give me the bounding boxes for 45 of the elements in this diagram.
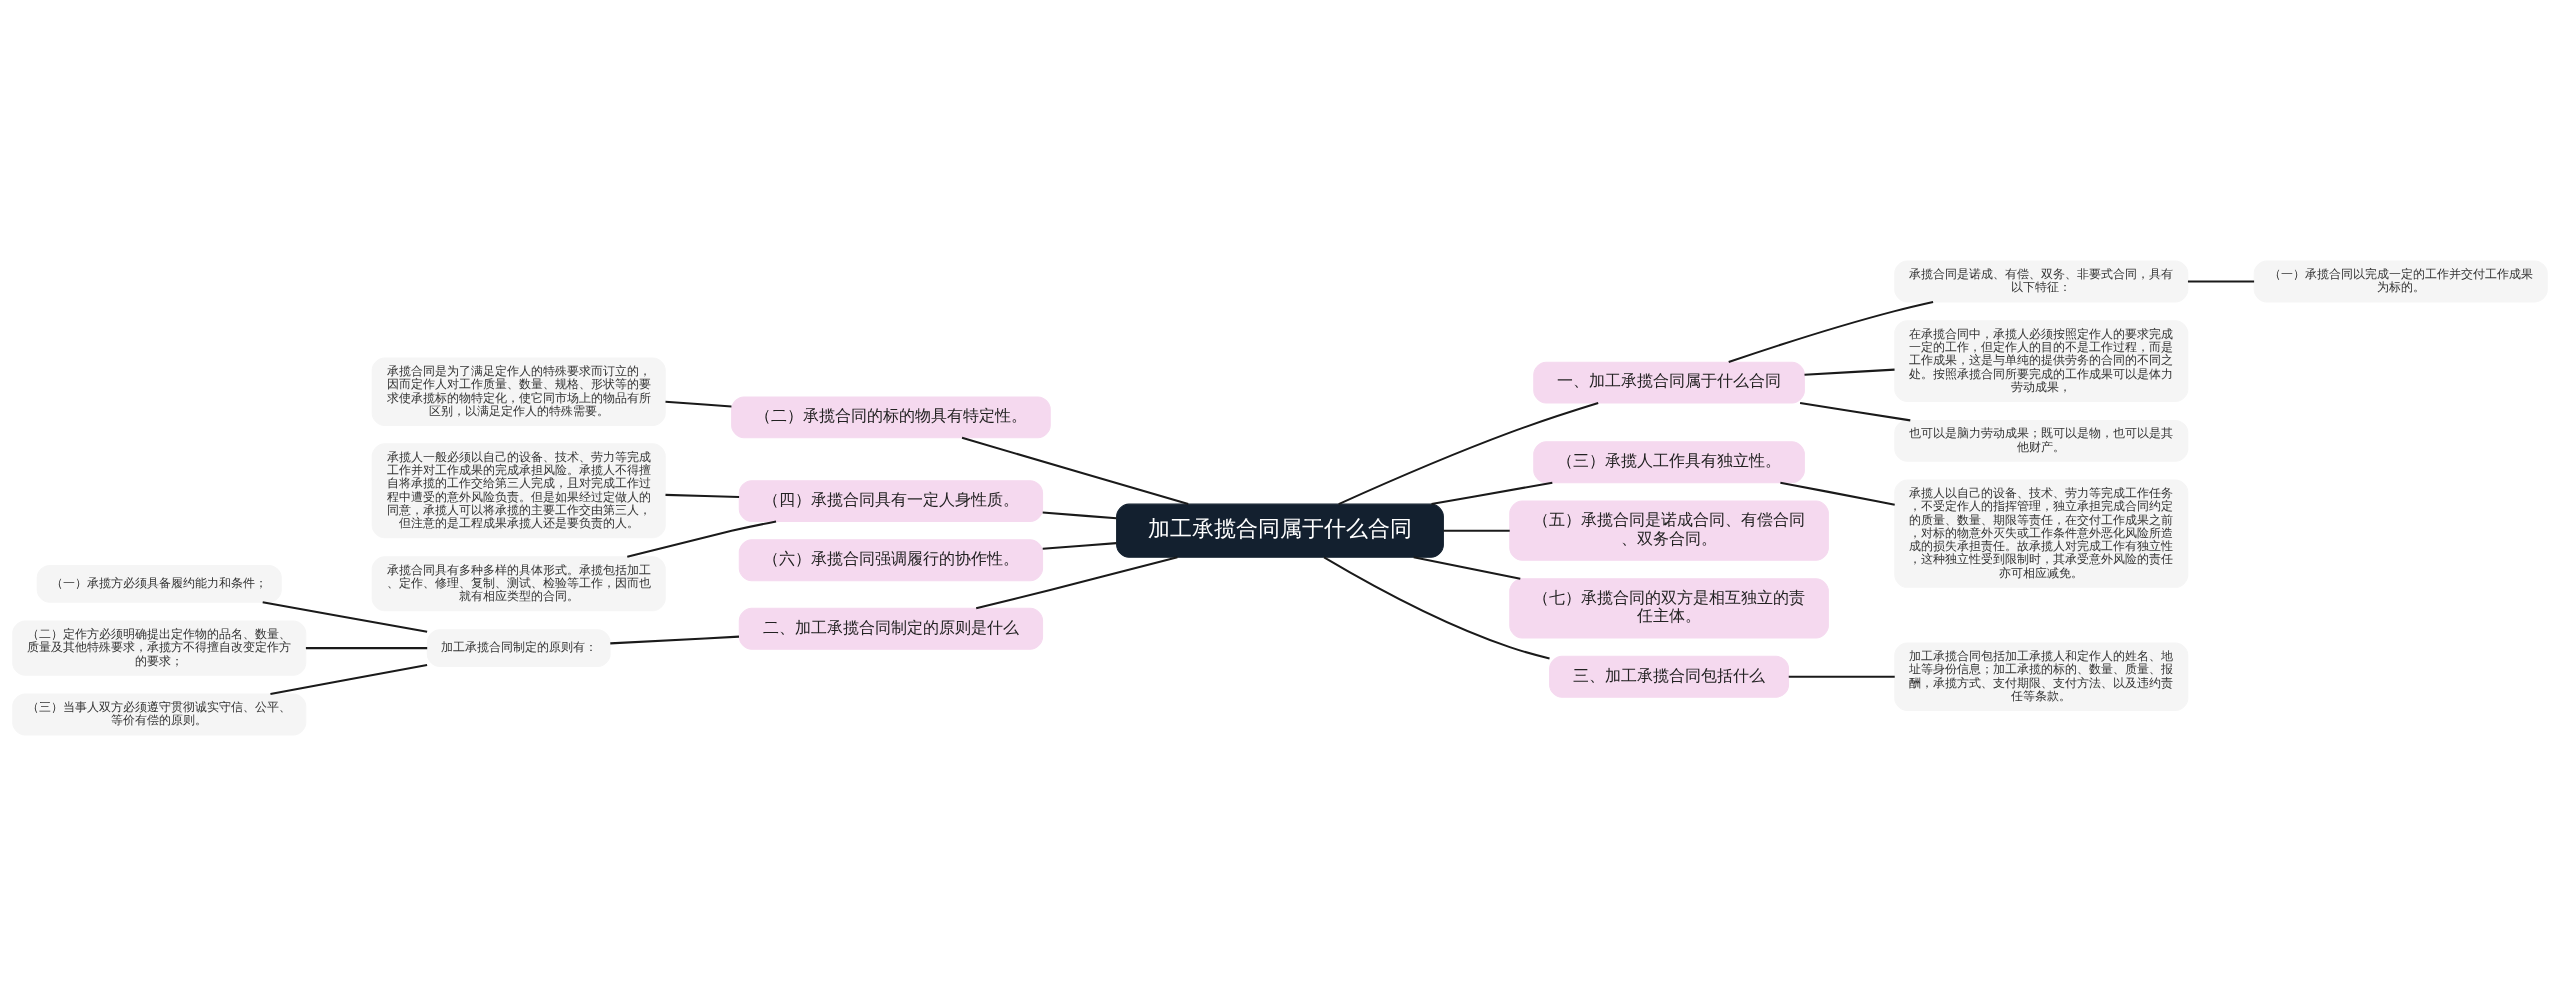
node-box: （二）承揽合同的标的物具有特定性。 — [731, 395, 1051, 438]
node-box: （一）承揽方必须具备履约能力和条件； — [36, 564, 282, 603]
connector — [262, 600, 428, 633]
connector — [270, 663, 428, 695]
node-box: 加工承揽合同属于什么合同 — [1116, 503, 1444, 558]
connector — [1338, 401, 1599, 505]
connector — [627, 520, 777, 558]
node-box: （六）承揽合同强调履行的协作性。 — [738, 538, 1044, 581]
node-box: 也可以是脑力劳动成果；既可以是物，也可以是其他财产。 — [1894, 419, 2189, 462]
node-box: （一）承揽合同以完成一定的工作并交付工作成果为标的。 — [2253, 260, 2548, 302]
connector — [1728, 300, 1934, 363]
connector — [610, 635, 740, 644]
connector — [1042, 511, 1117, 519]
connector — [305, 646, 428, 649]
connector — [1431, 481, 1553, 505]
node-box: 承揽合同具有多种多样的具体形式。承揽包括加工、定作、修理、复制、测试、检验等工作，因而也就有相应类型的合同。 — [371, 555, 666, 611]
connector — [1788, 675, 1895, 678]
connector — [1804, 368, 1895, 376]
node-box: 一、加工承揽合同属于什么合同 — [1533, 361, 1805, 404]
node-box: 承揽合同是诺成、有偿、双务、非要式合同，具有以下特征： — [1894, 260, 2189, 302]
node-box: 加工承揽合同制定的原则有： — [426, 628, 611, 667]
node-box: 加工承揽合同包括加工承揽人和定作人的姓名、地址等身份信息；加工承揽的标的、数量、质量、报酬，承揽方式、支付期限、支付方法、以及违约责任等条款。 — [1894, 642, 2189, 711]
connector — [975, 555, 1178, 609]
connector — [1780, 481, 1895, 506]
connector — [665, 493, 740, 498]
node-box: 在承揽合同中，承揽人必须按照定作人的要求完成一定的工作，但定作人的目的不是工作过程，而是工作成果，这是与单纯的提供劳务的合同的不同之处。按照承揽合同所要完成的工作成果可以是体力劳动成果， — [1894, 319, 2189, 402]
connector — [1413, 555, 1521, 580]
node-box: 承揽合同是为了满足定作人的特殊要求而订立的，因而定作人对工作质量、数量、规格、形状等的要求使承揽标的物特定化，使它同市场上的物品有所区别，以满足定作人的特殊需要。 — [371, 357, 666, 426]
connector — [1443, 529, 1510, 532]
node-box: （三）承揽人工作具有独立性。 — [1533, 440, 1805, 483]
connector — [1799, 401, 1911, 421]
connector — [2187, 280, 2255, 283]
connector — [1042, 541, 1117, 550]
connector — [665, 400, 732, 407]
node-box: 三、加工承揽合同包括什么 — [1549, 655, 1790, 698]
node-box: （七）承揽合同的双方是相互独立的责任主体。 — [1509, 577, 1829, 638]
node-box: （三）当事人双方必须遵守贯彻诚实守信、公平、等价有偿的原则。 — [12, 693, 307, 735]
connector — [961, 436, 1189, 505]
connector — [1323, 555, 1550, 659]
node-box: （五）承揽合同是诺成合同、有偿合同、双务合同。 — [1509, 500, 1829, 561]
node-box: 承揽人一般必须以自己的设备、技术、劳力等完成工作并对工作成果的完成承担风险。承揽人不得擅自将承揽的工作交给第三人完成，且对完成工作过程中遭受的意外风险负责。但是如果经过定做人的同意，承揽人可以将承揽的主要工作交由第三人，但注意的是工程成果承揽人还是要负责的人。 — [371, 442, 666, 538]
node-box: 承揽人以自己的设备、技术、劳力等完成工作任务，不受定作人的指挥管理，独立承担完成合同约定的质量、数量、期限等责任，在交付工作成果之前，对标的物意外灭失或工作条件意外恶化风险所造成的损失承担责任。故承揽人对完成工作有独立性，这种独立性受到限制时，其承受意外风险的责任亦可相应减免。 — [1894, 479, 2189, 588]
node-box: 二、加工承揽合同制定的原则是什么 — [738, 607, 1044, 650]
node-box: （四）承揽合同具有一定人身性质。 — [738, 479, 1044, 522]
node-box: （二）定作方必须明确提出定作物的品名、数量、质量及其他特殊要求，承揽方不得擅自改变定作方的要求； — [12, 620, 307, 676]
